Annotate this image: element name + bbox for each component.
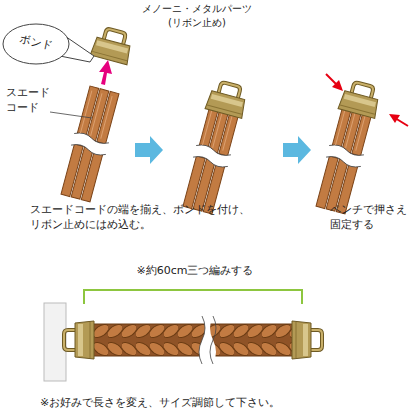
ribbon-clamp <box>90 26 134 65</box>
annotation-text: ※お好みで長さを変え、サイズ調節して下さい。 <box>40 396 380 411</box>
length-bracket <box>84 290 302 304</box>
break-mark <box>199 316 216 364</box>
ribbon-clamp <box>338 80 382 119</box>
step-arrow <box>283 136 311 164</box>
braid <box>80 324 304 356</box>
ribbon-clamp <box>205 80 249 119</box>
step-arrow <box>135 136 163 164</box>
press-arrow <box>389 114 408 126</box>
press-arrow <box>326 74 343 91</box>
ribbon-clamp <box>292 321 322 359</box>
insert-arrow <box>99 60 112 85</box>
ribbon-clamp <box>64 321 94 359</box>
annotation-text: スエードコード <box>6 86 54 116</box>
annotation-text: スエードコードの端を揃え、ボンドを付け、リボン止めにはめ込む。 <box>30 203 256 233</box>
annotation-text: メノーニ・メタルパーツ (リボン止め) <box>132 2 262 29</box>
leader-line <box>50 112 92 118</box>
annotation-text: ペンチで押さえ固定する <box>330 203 412 233</box>
annotation-text: ※約60cm三つ編みする <box>110 264 280 279</box>
glue-tube: ボンド <box>2 20 96 72</box>
suede-cord <box>58 85 122 203</box>
